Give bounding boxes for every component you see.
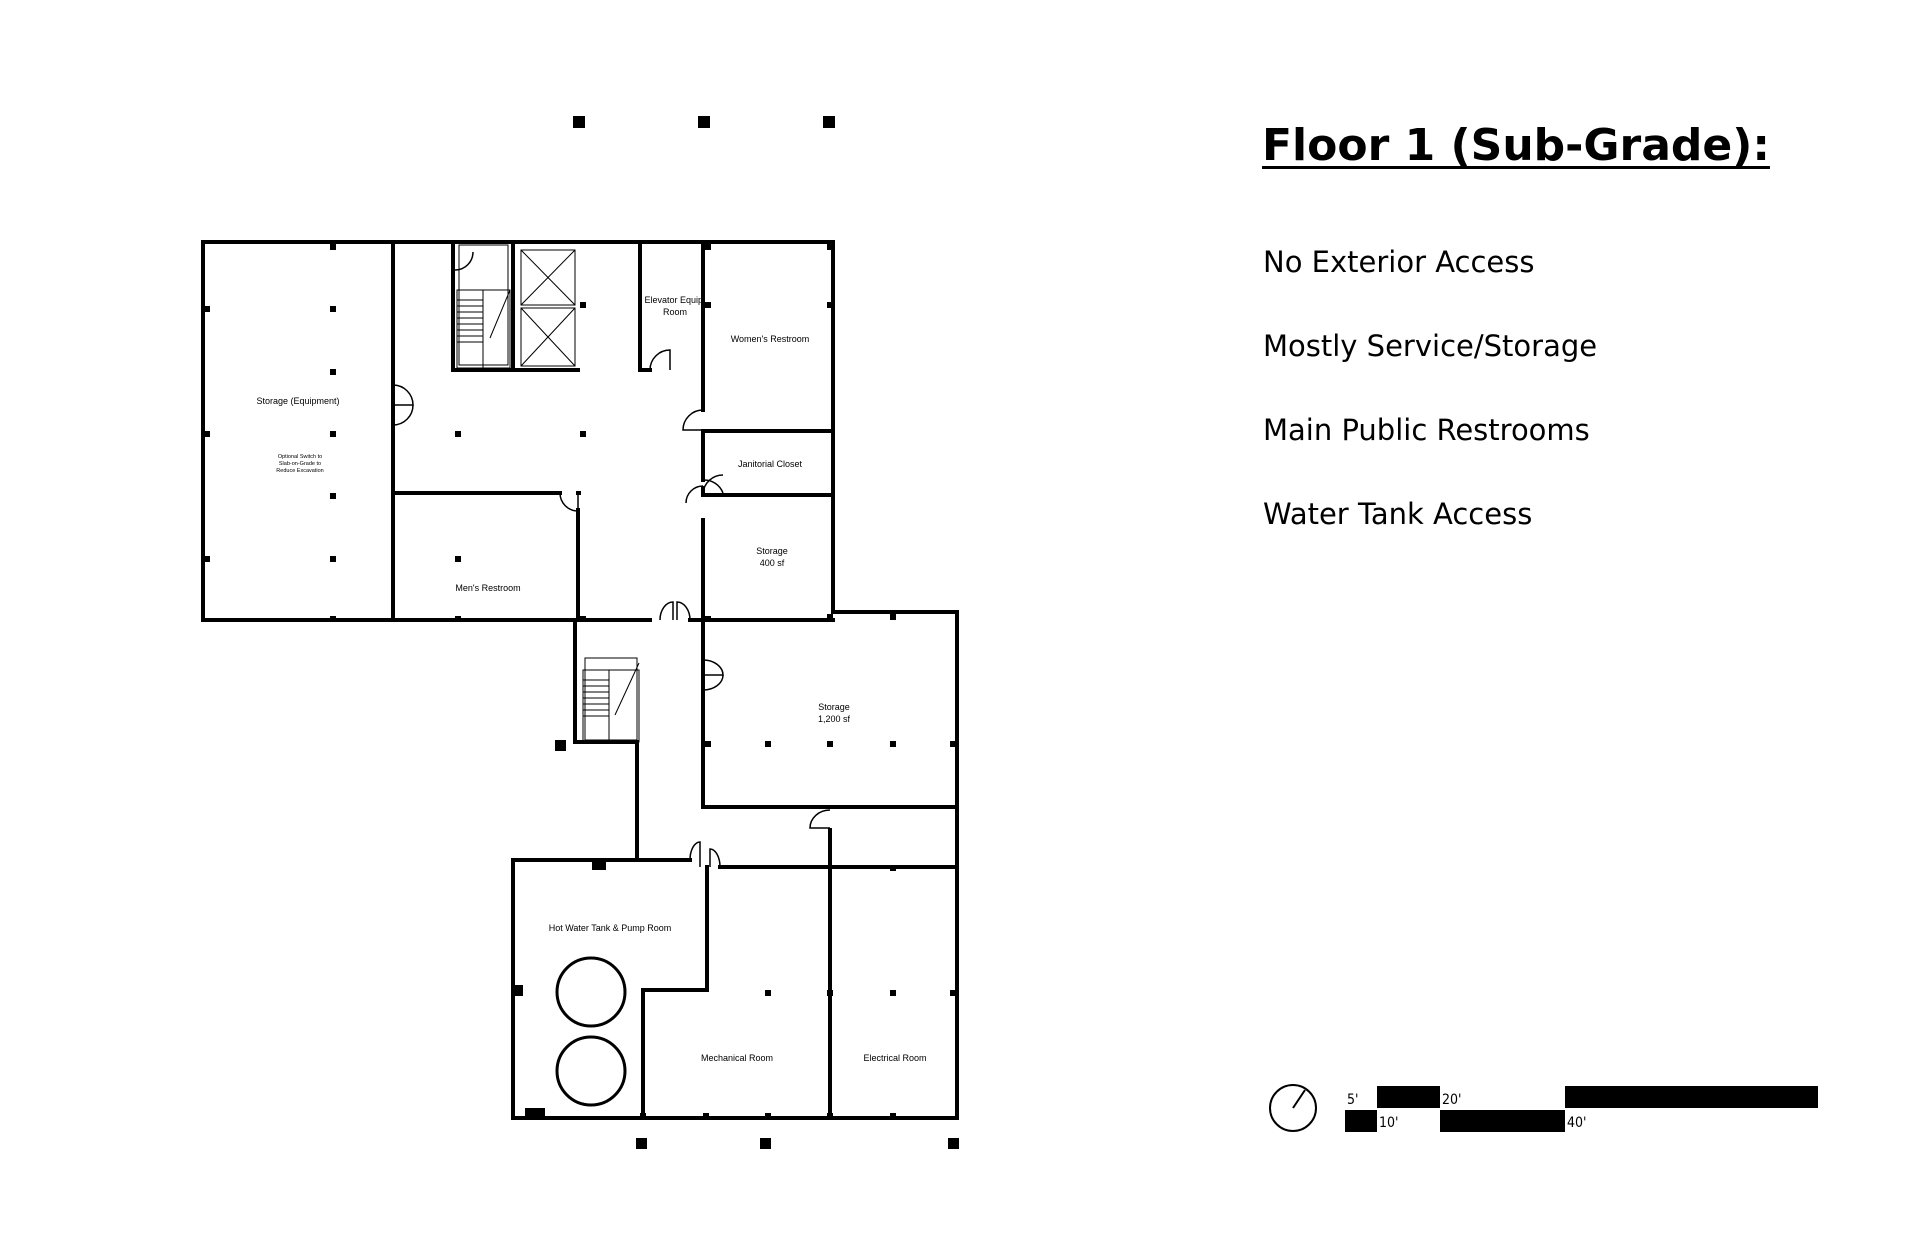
room-note-line: Reduce Excavation: [276, 468, 323, 474]
interior-columns: [205, 244, 956, 1119]
column: [573, 116, 585, 128]
room-label-storage-1200-area: 1,200 sf: [818, 714, 851, 724]
exterior-walls: [201, 240, 959, 1120]
room-label-storage-400-area: 400 sf: [760, 558, 785, 568]
interior-walls: [391, 240, 959, 1120]
note-item: Water Tank Access: [1263, 497, 1533, 531]
room-label-storage-400: Storage: [756, 546, 788, 556]
scale-label-20: 20': [1442, 1092, 1461, 1108]
room-note-line: Optional Switch to: [278, 454, 322, 460]
room-label-womens-restroom: Women's Restroom: [731, 334, 810, 344]
scale-label-10: 10': [1379, 1115, 1398, 1131]
stair-top: [456, 244, 511, 369]
room-label-elevator-equip: Elevator Equip.: [644, 295, 705, 305]
page-title: Floor 1 (Sub-Grade):: [1262, 120, 1770, 171]
scale-label-40: 40': [1567, 1115, 1586, 1131]
column: [698, 116, 710, 128]
column: [760, 1138, 771, 1149]
room-label-mens-restroom: Men's Restroom: [455, 583, 520, 593]
note-item: Main Public Restrooms: [1263, 413, 1590, 447]
elevator-shafts: [520, 249, 576, 367]
room-label-storage-equipment: Storage (Equipment): [256, 396, 339, 406]
column: [823, 116, 835, 128]
room-label-storage-1200: Storage: [818, 702, 850, 712]
water-tanks: [555, 956, 627, 1107]
column: [636, 1138, 647, 1149]
note-item: No Exterior Access: [1263, 245, 1535, 279]
note-item: Mostly Service/Storage: [1263, 329, 1598, 363]
room-label-electrical: Electrical Room: [863, 1053, 926, 1063]
scale-label-5: 5': [1347, 1092, 1358, 1108]
room-label-hot-water: Hot Water Tank & Pump Room: [549, 923, 672, 933]
room-label-elevator-equip-2: Room: [663, 307, 687, 317]
stair-lower: [582, 657, 640, 743]
room-note-line: Slab-on-Grade to: [279, 461, 321, 467]
doors: [392, 251, 831, 868]
scale-bar: 5' 10' 20' 40': [1345, 1086, 1818, 1132]
room-label-mechanical: Mechanical Room: [701, 1053, 773, 1063]
north-arrow-icon: [1269, 1084, 1317, 1132]
room-label-janitorial-closet: Janitorial Closet: [738, 459, 803, 469]
column: [948, 1138, 959, 1149]
